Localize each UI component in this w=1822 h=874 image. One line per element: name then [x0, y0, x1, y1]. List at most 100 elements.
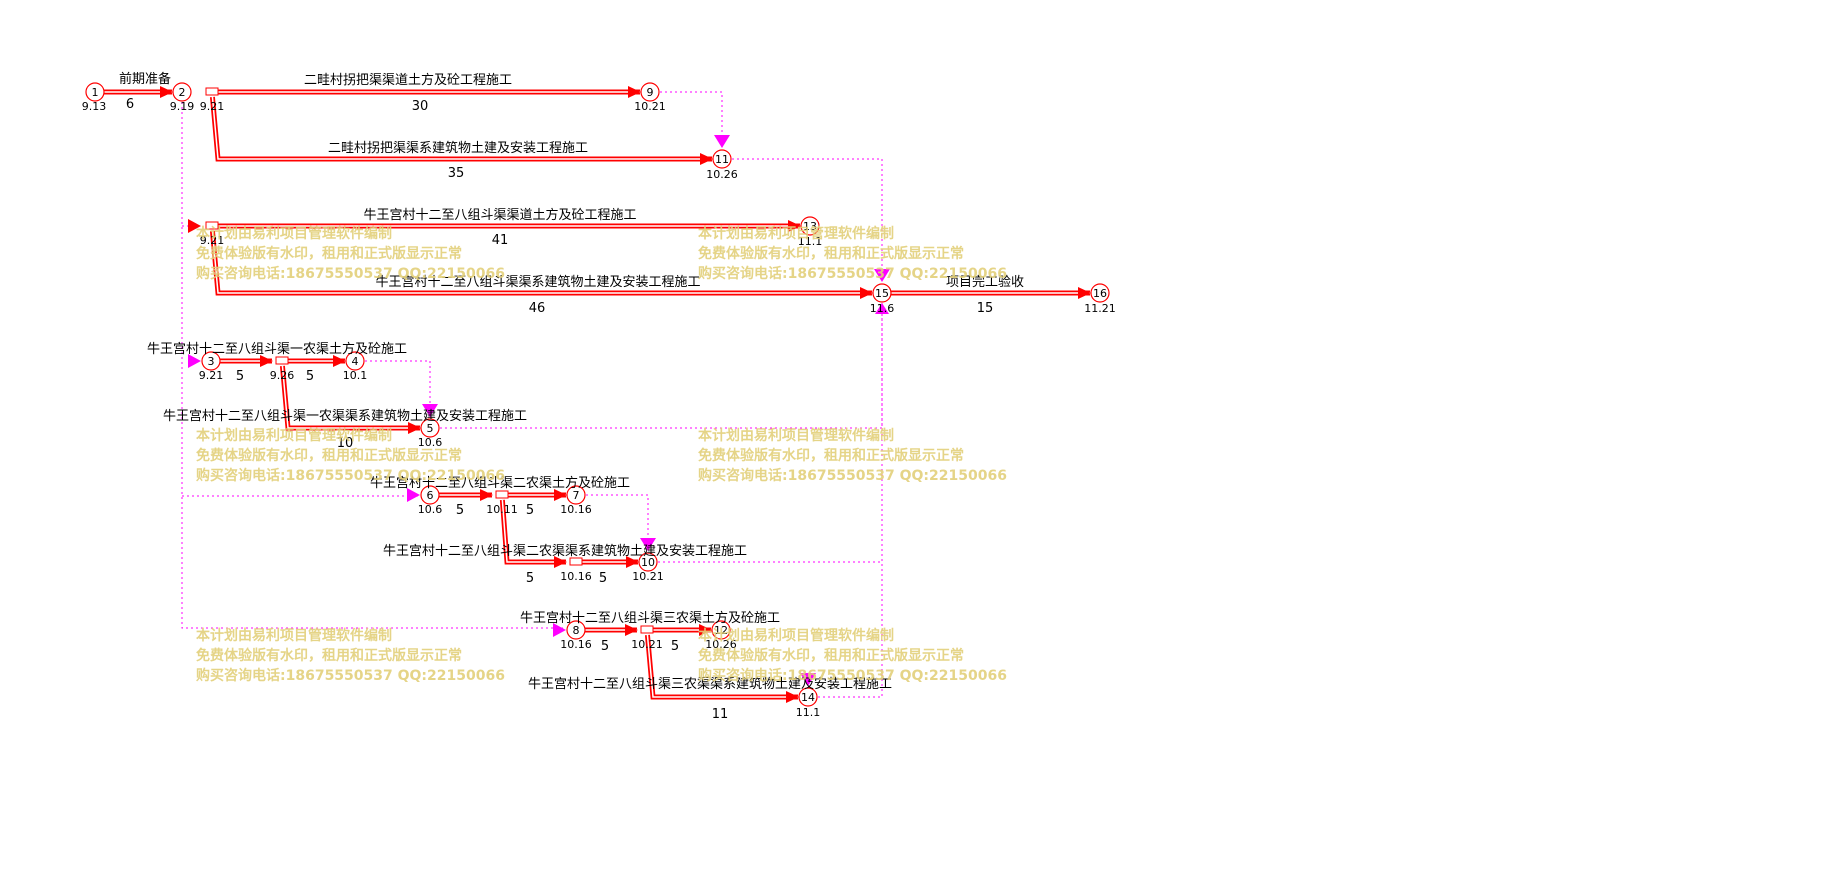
watermark-line: 本计划由易利项目管理软件编制 [698, 627, 894, 644]
event-node-5: 510.6 [418, 418, 442, 449]
node-number: 10 [641, 556, 655, 569]
activity-arrow-3 [217, 220, 801, 232]
dependency-arrowhead-down-2 [640, 538, 656, 551]
watermark-block-3: 本计划由易利项目管理软件编制免费体验版有水印，租用和正式版显示正常购买咨询电话:… [698, 427, 1007, 484]
node-date: 9.21 [199, 369, 224, 382]
activity-arrow-12 [581, 556, 639, 568]
node-circle [798, 687, 818, 707]
activity-duration-1: 30 [412, 99, 429, 114]
activity-duration-12: 5 [599, 571, 607, 586]
dependency-line-7 [586, 494, 649, 551]
event-node-1: 19.13 [82, 82, 107, 113]
activity-duration-9: 5 [456, 503, 464, 518]
activity-duration-15: 11 [712, 707, 729, 722]
dependency-markers [188, 135, 890, 686]
node-date: 11.6 [870, 302, 895, 315]
node-number: 9 [647, 86, 654, 99]
node-number: 8 [573, 624, 580, 637]
event-node-6b: 10.11 [486, 490, 518, 516]
watermark-line: 购买咨询电话:18675550537 QQ:22150066 [698, 265, 1007, 282]
node-date: 10.16 [560, 638, 592, 651]
activity-name-4: 牛王宫村十二至八组斗渠渠系建筑物土建及安装工程施工 [375, 274, 700, 290]
activity-duration-6: 5 [236, 369, 244, 384]
activity-duration-5: 15 [977, 301, 994, 316]
node-date: 10.26 [705, 638, 737, 651]
activity-arrow-14 [652, 624, 712, 636]
node-circle [566, 620, 586, 640]
activity-duration-3: 41 [492, 233, 509, 248]
activity-arrow-5 [887, 287, 1091, 299]
node-number: 13 [803, 220, 817, 233]
event-node-9: 910.21 [634, 82, 666, 113]
activity-name-11: 牛王宫村十二至八组斗渠二农渠渠系建筑物土建及安装工程施工 [383, 543, 747, 559]
node-date: 9.26 [270, 369, 295, 382]
watermark-block-5: 本计划由易利项目管理软件编制免费体验版有水印，租用和正式版显示正常购买咨询电话:… [698, 627, 1007, 684]
node-number: 4 [352, 355, 359, 368]
node-circle [1090, 283, 1110, 303]
activity-name-3: 牛王宫村十二至八组斗渠渠道土方及砼工程施工 [363, 207, 636, 223]
activity-name-8: 牛王宫村十二至八组斗渠一农渠渠系建筑物土建及安装工程施工 [163, 408, 527, 424]
node-circle [566, 485, 586, 505]
dependency-lines [181, 91, 883, 698]
node-date: 9.21 [200, 100, 225, 113]
node-number: 7 [573, 489, 580, 502]
dependency-line-4 [732, 158, 883, 282]
node-circle [420, 418, 440, 438]
event-node-8: 810.16 [560, 620, 592, 651]
node-number: 14 [801, 691, 815, 704]
node-box [495, 490, 509, 499]
activity-arrow-4 [209, 230, 873, 299]
watermark-line: 免费体验版有水印，租用和正式版显示正常 [698, 647, 964, 664]
dependency-line-5 [365, 360, 431, 417]
event-node-2: 29.19 [170, 82, 194, 113]
node-circle [420, 485, 440, 505]
watermark: 本计划由易利项目管理软件编制免费体验版有水印，租用和正式版显示正常购买咨询电话:… [196, 225, 1007, 684]
activity-name-9: 牛王宫村十二至八组斗渠二农渠土方及砼施工 [370, 475, 630, 491]
activity-arrow-1 [217, 86, 641, 98]
watermark-block-4: 本计划由易利项目管理软件编制免费体验版有水印，租用和正式版显示正常购买咨询电话:… [196, 627, 505, 684]
activity-name-15: 牛王宫村十二至八组斗渠三农渠渠系建筑物土建及安装工程施工 [528, 676, 892, 692]
activity-arrow-13 [581, 624, 638, 636]
watermark-block-0: 本计划由易利项目管理软件编制免费体验版有水印，租用和正式版显示正常购买咨询电话:… [196, 225, 505, 282]
watermark-line: 购买咨询电话:18675550537 QQ:22150066 [196, 667, 505, 684]
watermark-block-2: 本计划由易利项目管理软件编制免费体验版有水印，租用和正式版显示正常购买咨询电话:… [196, 427, 505, 484]
node-number: 6 [427, 489, 434, 502]
node-number: 12 [714, 624, 728, 637]
node-circle [711, 620, 731, 640]
watermark-line: 本计划由易利项目管理软件编制 [698, 225, 894, 242]
node-number: 3 [208, 355, 215, 368]
activity-arrow-6 [216, 355, 273, 367]
node-box [205, 87, 219, 96]
node-date: 10.21 [632, 570, 664, 583]
dependency-arrowhead-down-0 [714, 135, 730, 148]
node-date: 10.16 [560, 503, 592, 516]
activity-arrows [100, 86, 1091, 703]
event-node-3: 39.21 [199, 351, 224, 382]
activity-duration-0: 6 [126, 97, 134, 112]
watermark-line: 免费体验版有水印，租用和正式版显示正常 [698, 447, 964, 464]
node-date: 9.13 [82, 100, 107, 113]
activity-arrow-10 [507, 489, 567, 501]
activity-duration-8: 10 [337, 436, 354, 451]
activity-arrow-11 [499, 499, 567, 568]
dependency-line-0 [181, 102, 564, 629]
dependency-arrowhead-up-0 [875, 303, 889, 314]
watermark-line: 本计划由易利项目管理软件编制 [196, 427, 392, 444]
node-circle [640, 82, 660, 102]
node-date: 11.21 [1084, 302, 1116, 315]
dependency-line-9 [818, 303, 883, 698]
event-node-8b: 10.21 [631, 625, 663, 651]
node-circle [800, 216, 820, 236]
node-box [569, 557, 583, 566]
watermark-line: 购买咨询电话:18675550537 QQ:22150066 [196, 265, 505, 282]
node-date: 10.16 [560, 570, 592, 583]
watermark-line: 购买咨询电话:18675550537 QQ:22150066 [698, 467, 1007, 484]
node-box [275, 356, 289, 365]
node-number: 11 [715, 153, 729, 166]
activity-arrow-9 [435, 489, 493, 501]
node-date: 10.11 [486, 503, 518, 516]
activity-labels: 前期准备6二畦村拐把渠渠道土方及砼工程施工30二畦村拐把渠渠系建筑物土建及安装工… [119, 71, 1024, 722]
